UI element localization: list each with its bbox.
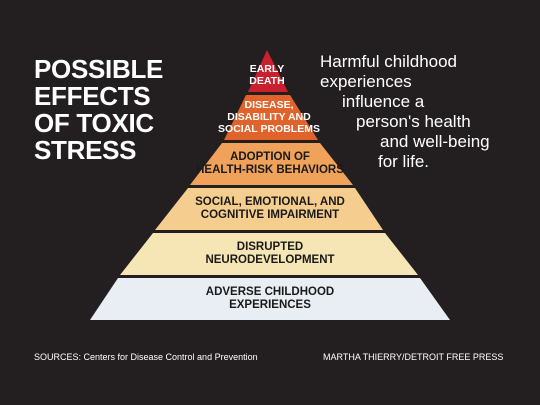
- tagline: Harmful childhood experiences influence …: [316, 52, 536, 172]
- pyramid-tier-impairment: [155, 188, 383, 230]
- title-line: POSSIBLE: [34, 54, 164, 84]
- tagline-line: and well-being: [380, 132, 490, 151]
- title-line: EFFECTS: [34, 81, 151, 111]
- pyramid-tier-health-risk: [190, 143, 353, 185]
- tagline-line: for life.: [378, 152, 430, 171]
- tier-label-impairment: SOCIAL, EMOTIONAL, AND COGNITIVE IMPAIRM…: [195, 196, 345, 221]
- title-line: OF TOXIC: [34, 108, 154, 138]
- pyramid-tier-disease: [224, 95, 318, 140]
- tier-label-adverse-experiences: ADVERSE CHILDHOOD EXPERIENCES: [205, 286, 335, 311]
- tier-label-early-death: EARLY DEATH: [249, 63, 285, 87]
- sources-note: SOURCES: Centers for Disease Control and…: [34, 352, 258, 362]
- tagline-line: influence a: [342, 92, 425, 111]
- pyramid-tier-neurodevelopment: [120, 233, 418, 275]
- photo-credit: MARTHA THIERRY/DETROIT FREE PRESS: [323, 352, 504, 362]
- tagline-line: experiences: [320, 72, 412, 91]
- tier-label-neurodevelopment: DISRUPTED NEURODEVELOPMENT: [205, 241, 335, 266]
- tagline-line: Harmful childhood: [320, 52, 458, 71]
- title-line: STRESS: [34, 135, 137, 165]
- infographic-title: POSSIBLE EFFECTS OF TOXIC STRESS: [34, 56, 184, 164]
- tier-label-disease: DISEASE, DISABILITY AND SOCIAL PROBLEMS: [218, 99, 320, 135]
- pyramid-tier-early-death: [248, 50, 288, 92]
- tier-label-health-risk: ADOPTION OF HEALTH-RISK BEHAVIORS: [196, 151, 344, 176]
- tagline-line: person's health: [356, 112, 471, 131]
- pyramid-tier-adverse-experiences: [90, 278, 450, 320]
